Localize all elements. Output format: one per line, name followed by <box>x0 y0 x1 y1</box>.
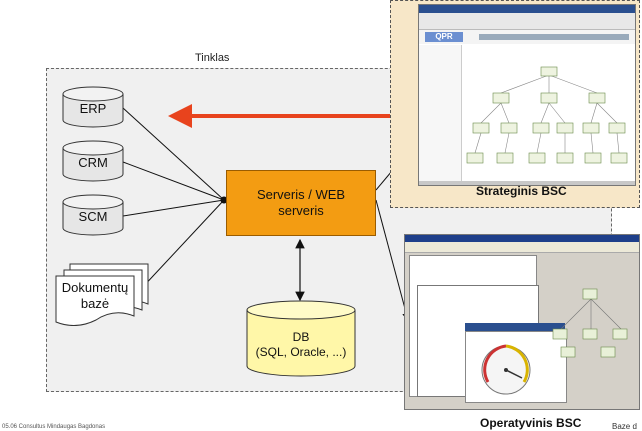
server-label-line1: Serveris / WEB <box>256 187 346 202</box>
documents-label-line2: bazė <box>80 296 110 311</box>
line-erp-server <box>122 107 225 201</box>
erp-cylinder: ERP <box>62 86 124 128</box>
strategic-screenshot: QPR <box>418 4 636 186</box>
crm-label: CRM <box>78 155 108 170</box>
footer-left: 05.06 Consultus Mindaugas Bagdonas <box>2 424 106 430</box>
crm-cylinder: CRM <box>62 140 124 182</box>
documents-label-line1: Dokumentų <box>61 280 129 295</box>
document-stack-icon: Dokumentų bazė <box>54 262 150 326</box>
db-label-line1: DB <box>292 330 310 344</box>
hub-dot <box>220 196 228 204</box>
gauge-icon <box>481 344 531 395</box>
scm-label: SCM <box>78 209 108 224</box>
operative-tree <box>552 288 628 358</box>
operative-screenshot <box>404 234 640 410</box>
erp-label: ERP <box>79 101 107 116</box>
footer-right: Baze d <box>612 422 637 431</box>
line-docs-server <box>139 199 225 291</box>
qpr-logo: QPR <box>425 32 463 42</box>
line-scm-server <box>122 199 225 217</box>
db-cylinder: DB (SQL, Oracle, ...) <box>246 300 356 378</box>
strategy-map <box>466 66 628 164</box>
line-crm-server <box>122 161 225 201</box>
server-label-line2: serveris <box>278 203 324 218</box>
scm-cylinder: SCM <box>62 194 124 236</box>
server-box: Serveris / WEB serveris <box>226 170 376 236</box>
operative-caption: Operatyvinis BSC <box>480 416 582 430</box>
network-label: Tinklas <box>195 52 230 64</box>
db-label-line2: (SQL, Oracle, ...) <box>255 345 347 359</box>
strategic-caption: Strateginis BSC <box>476 184 567 198</box>
line-server-operative <box>375 199 411 321</box>
